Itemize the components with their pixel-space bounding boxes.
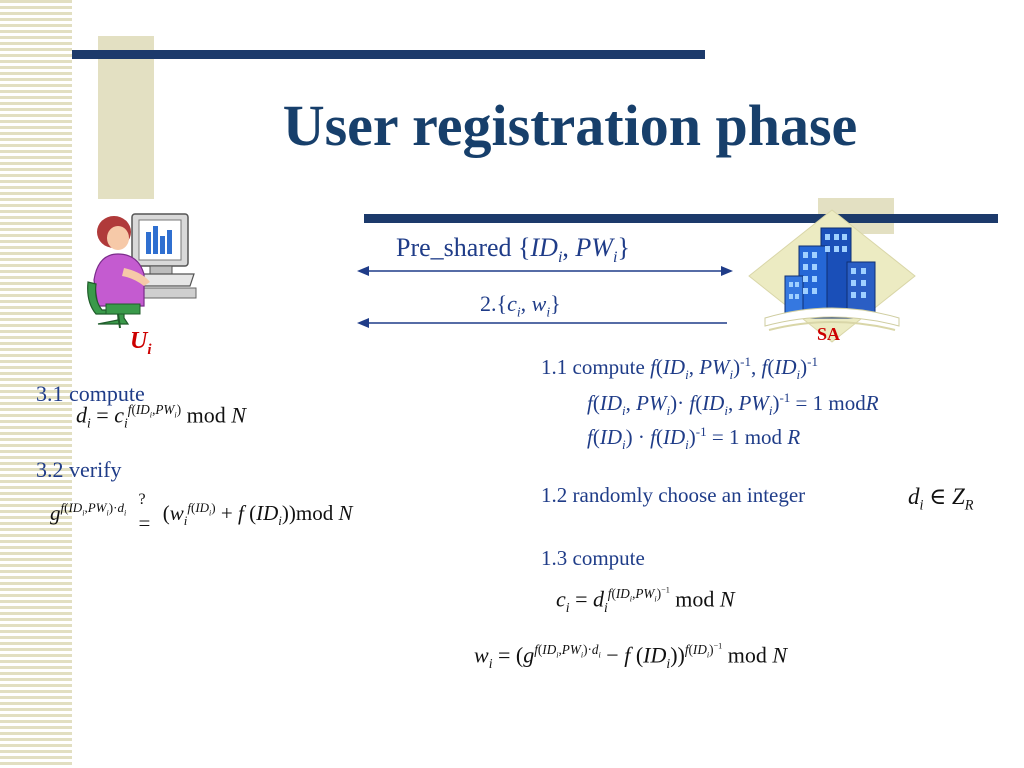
ci-wi-arrow (357, 318, 727, 328)
step-1-3-label: 1.3 compute (541, 546, 645, 570)
step-3-1-label: 3.1 compute (36, 381, 145, 406)
tan-block-top (98, 36, 154, 199)
ci-wi-message: 2.{ci, wi} (480, 291, 561, 320)
server-label: SA (817, 324, 841, 344)
step-1-1-line2: f(IDi, PWi)· f(IDi, PWi)-1 = 1 modR (587, 390, 879, 419)
navy-bar-middle (364, 214, 998, 223)
step-1-2-formula: di ∈ ZR (908, 484, 974, 514)
striped-margin (0, 0, 72, 768)
step-3-1-formula: di = cif(IDi,PWi) mod N (76, 402, 246, 431)
step-1-3-formula-ci: ci = dif(IDi,PWi)−1 mod N (556, 586, 735, 616)
step-3-2-label: 3.2 verify (36, 457, 122, 482)
building-server-icon (748, 209, 916, 343)
pre-shared-message: Pre_shared {IDi, PWi} (396, 233, 630, 267)
pre-shared-arrow (357, 266, 733, 276)
step-1-3-formula-wi: wi = (gf(IDi,PWi)·di − f (IDi))f(IDi)−1 … (474, 642, 788, 672)
step-1-2-label: 1.2 randomly choose an integer (541, 483, 806, 507)
user-label: Ui (130, 328, 152, 358)
step-3-2-formula: gf(IDi,PWi)·di ?= (wif(IDi) + f (IDi))mo… (50, 491, 353, 535)
page-title: User registration phase (282, 93, 858, 158)
navy-bar-top (72, 50, 705, 59)
step-1-1-line3: f(IDi) · f(IDi)-1 = 1 mod R (587, 424, 801, 453)
step-1-1-line1: 1.1 compute f(IDi, PWi)-1, f(IDi)-1 (541, 354, 818, 383)
user-computer-icon (87, 213, 197, 329)
